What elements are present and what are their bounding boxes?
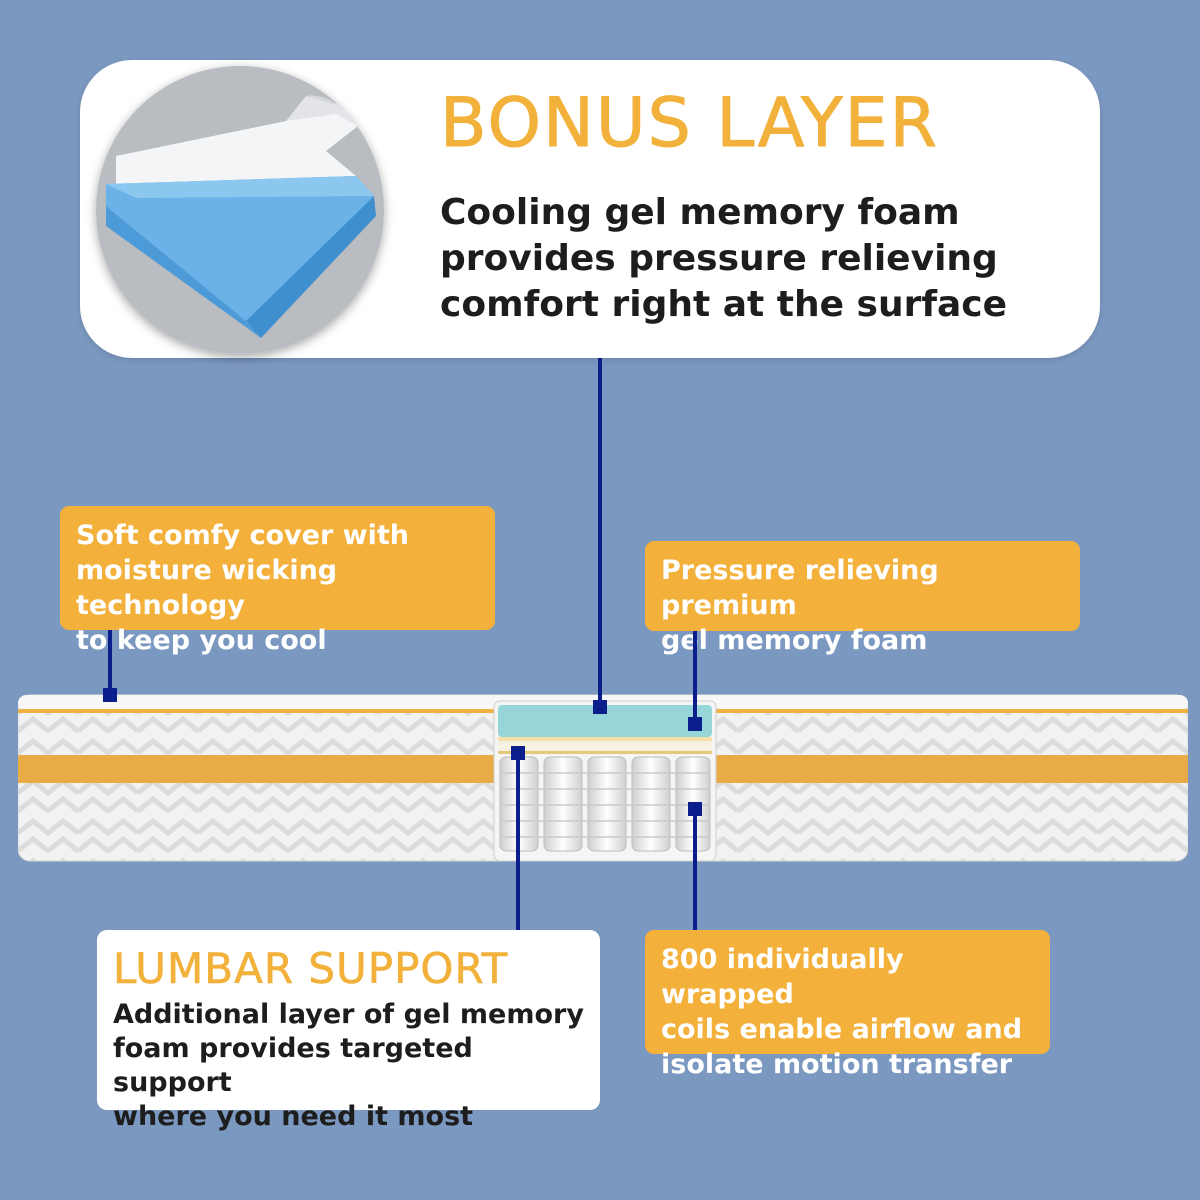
coils-line: 800 individually wrapped [661,944,904,1010]
lumbar-support-callout: LUMBAR SUPPORT Additional layer of gel m… [97,930,600,1132]
lumbar-support-description: Additional layer of gel memory foam prov… [113,998,584,1134]
coils-line: isolate motion transfer [661,1049,1013,1080]
premium-connector-dot [688,717,702,731]
mattress-cross-section [17,693,1189,863]
coils-connector-dot [688,802,702,816]
foam-layer-closeup-image [96,66,384,354]
cover-connector-dot [103,688,117,702]
bonus-connector-line [598,358,602,708]
peeled-foam-illustration [96,66,384,354]
cover-line: to keep you cool [76,625,327,656]
premium-foam-callout: Pressure relieving premium gel memory fo… [645,541,1080,656]
bonus-line: provides pressure relieving [440,238,998,279]
bonus-layer-title: BONUS LAYER [440,84,939,163]
bonus-line: comfort right at the surface [440,284,1008,325]
coils-callout: 800 individually wrapped coils enable ai… [645,930,1050,1080]
coils-line: coils enable airflow and [661,1014,1023,1045]
mattress-illustration [17,694,1189,862]
cover-connector-line [108,630,112,692]
premium-line: gel memory foam [661,625,928,656]
lumbar-support-title: LUMBAR SUPPORT [113,944,509,994]
lumbar-line: where you need it most [113,1101,474,1132]
lumbar-connector-dot [511,746,525,760]
bonus-layer-description: Cooling gel memory foam provides pressur… [440,190,1040,328]
coils-connector-line [693,808,697,930]
premium-connector-line [693,631,697,723]
cover-line: Soft comfy cover with [76,520,409,551]
premium-line: Pressure relieving premium [661,555,939,621]
lumbar-line: foam provides targeted support [113,1033,473,1098]
cover-line: moisture wicking technology [76,555,338,621]
bonus-line: Cooling gel memory foam [440,192,960,233]
lumbar-connector-line [516,752,520,930]
cover-callout: Soft comfy cover with moisture wicking t… [60,506,495,656]
lumbar-line: Additional layer of gel memory [113,999,584,1030]
bonus-connector-dot [593,700,607,714]
